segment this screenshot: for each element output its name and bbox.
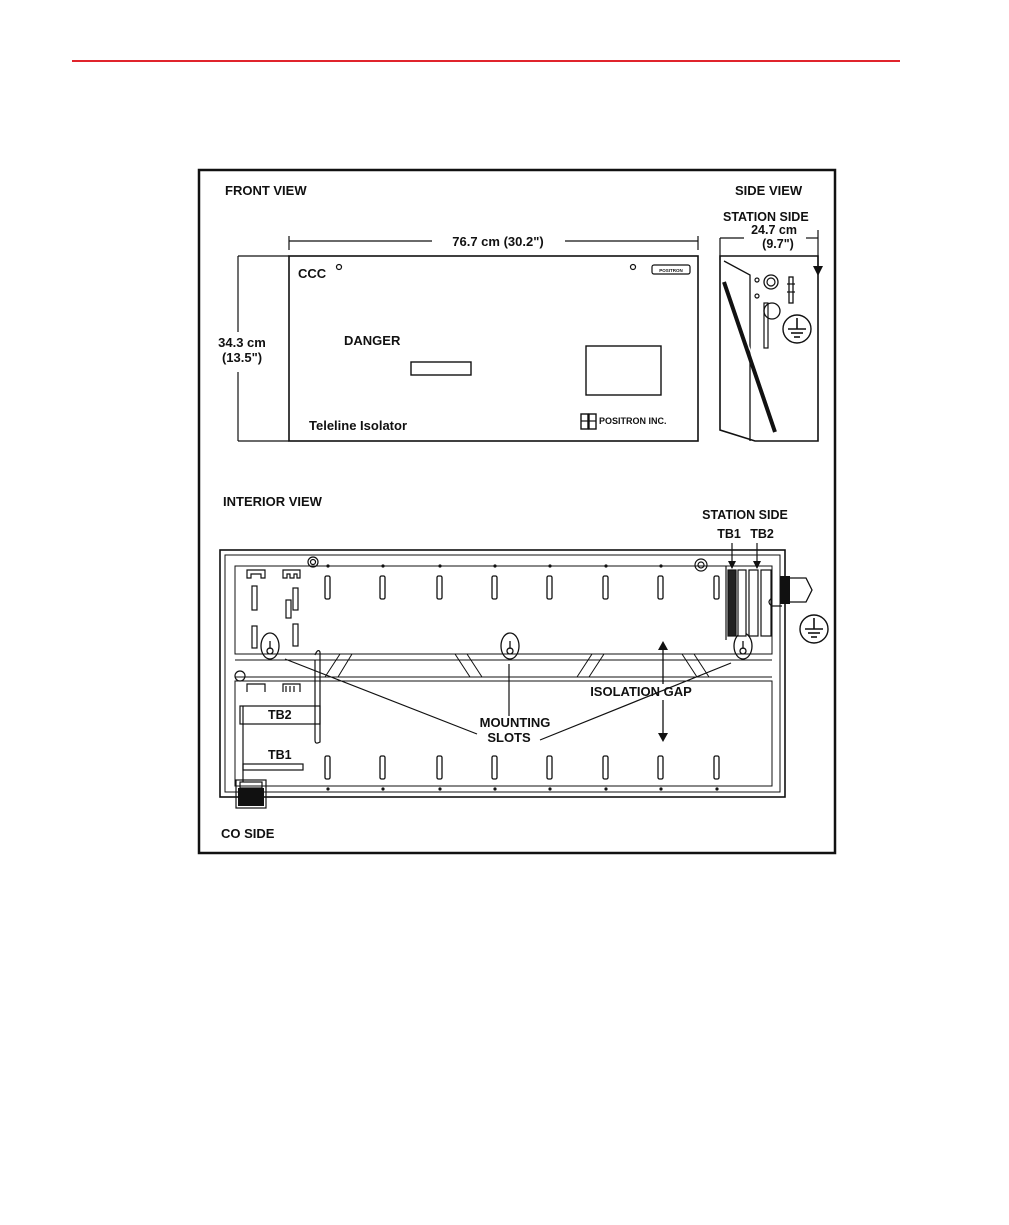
danger-plate: [411, 362, 471, 375]
front-view: FRONT VIEW 76.7 cm (30.2") 34.3 cm (13.5…: [218, 183, 698, 441]
mounting-label-1: MOUNTING: [480, 715, 551, 730]
ground-symbol-icon: [783, 315, 811, 343]
side-view: SIDE VIEW STATION SIDE 24.7 cm (9.7"): [720, 183, 823, 441]
width-dimension: 76.7 cm (30.2"): [452, 234, 543, 249]
side-station-side: STATION SIDE: [723, 210, 809, 224]
interior-view: INTERIOR VIEW STATION SIDE TB1 TB2: [220, 494, 828, 841]
side-view-heading: SIDE VIEW: [735, 183, 803, 198]
tb2-left-label: TB2: [268, 708, 292, 722]
ground-symbol-icon: [800, 615, 828, 643]
product-name: Teleline Isolator: [309, 418, 407, 433]
gap-arrow-up-icon: [658, 641, 668, 650]
front-view-heading: FRONT VIEW: [225, 183, 307, 198]
interior-view-heading: INTERIOR VIEW: [223, 494, 323, 509]
height-dimension-in: (13.5"): [222, 350, 262, 365]
tb1-left-label: TB1: [268, 748, 292, 762]
isolation-gap-label: ISOLATION GAP: [590, 684, 692, 699]
depth-dimension-in: (9.7"): [762, 237, 794, 251]
brand-name: POSITRON INC.: [599, 416, 667, 426]
interior-station-side: STATION SIDE: [702, 508, 788, 522]
interior-enclosure: [220, 550, 785, 797]
nameplate-text: POSITRON: [659, 268, 683, 273]
ccc-mark: CCC: [298, 266, 327, 281]
label-window: [586, 346, 661, 395]
front-enclosure: [289, 256, 698, 441]
tb1-top-label: TB1: [717, 527, 741, 541]
co-side-label: CO SIDE: [221, 826, 275, 841]
gap-arrow-down-icon: [658, 733, 668, 742]
station-side-gland-icon: [769, 576, 812, 606]
mounting-label-2: SLOTS: [487, 730, 531, 745]
positron-logo-icon: [581, 414, 596, 429]
height-dimension-cm: 34.3 cm: [218, 335, 266, 350]
depth-dimension-cm: 24.7 cm: [751, 223, 797, 237]
tb2-top-label: TB2: [750, 527, 774, 541]
danger-label: DANGER: [344, 333, 401, 348]
